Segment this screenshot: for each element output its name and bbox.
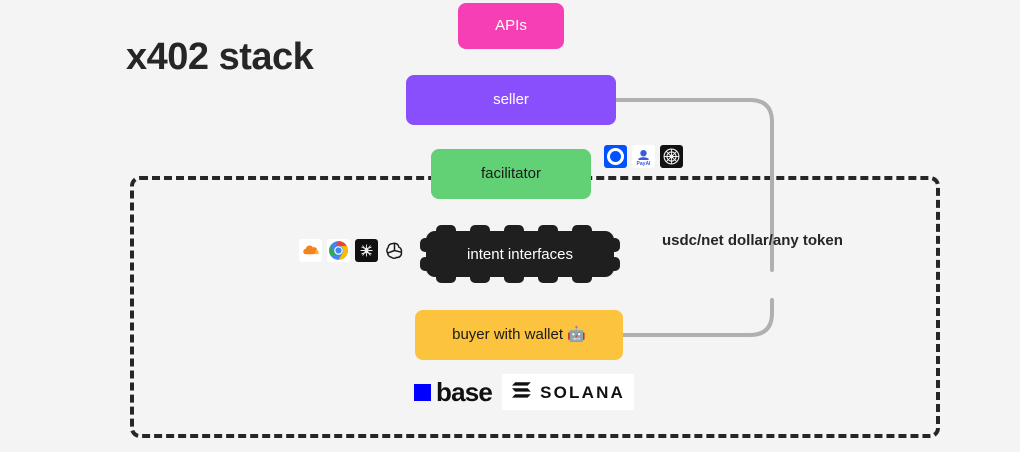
node-facilitator[interactable]: facilitator (431, 149, 591, 199)
node-buyer-label: buyer with wallet 🤖 (452, 326, 586, 343)
chrome-icon[interactable] (327, 239, 350, 262)
node-apis-label: APIs (495, 17, 527, 34)
node-facilitator-label: facilitator (480, 165, 542, 182)
connector-label: usdc/net dollar/any token (662, 232, 843, 249)
solana-mark-icon (511, 381, 533, 404)
base-logo[interactable]: base (412, 377, 494, 407)
base-logo-label: base (436, 377, 493, 407)
node-seller[interactable]: seller (406, 75, 616, 125)
solana-logo-label: SOLANA (540, 382, 626, 402)
intent-icon-row (299, 239, 406, 262)
node-seller-label: seller (493, 91, 529, 108)
chain-logo-row: base SOLANA (412, 374, 635, 410)
solana-logo[interactable]: SOLANA (502, 374, 635, 410)
svg-text:PayAI: PayAI (637, 161, 652, 167)
node-intent-interfaces-label: intent interfaces (467, 245, 573, 263)
openai-icon[interactable] (383, 239, 406, 262)
coinbase-icon[interactable] (604, 145, 627, 168)
cloudflare-icon[interactable] (299, 239, 322, 262)
base-square-icon (414, 383, 431, 401)
page-title: x402 stack (126, 36, 314, 78)
anthropic-icon[interactable] (355, 239, 378, 262)
thirdweb-icon[interactable] (660, 145, 683, 168)
facilitator-icon-row: PayAI (604, 145, 683, 168)
node-buyer[interactable]: buyer with wallet 🤖 (415, 310, 623, 360)
node-apis[interactable]: APIs (458, 3, 564, 49)
node-intent-interfaces[interactable]: intent interfaces (420, 225, 620, 283)
node-intent-shape (420, 225, 620, 283)
payai-icon[interactable]: PayAI (632, 145, 655, 168)
